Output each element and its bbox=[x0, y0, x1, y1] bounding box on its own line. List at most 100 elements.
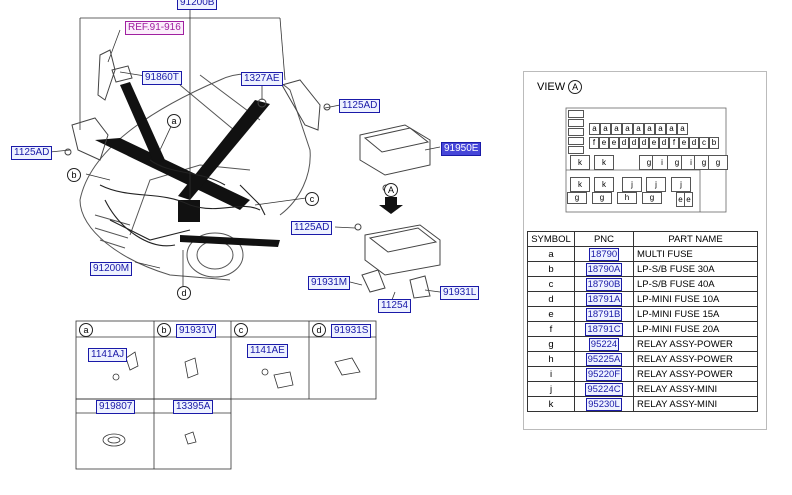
row-pnc[interactable]: 95224 bbox=[574, 336, 634, 352]
side-fuse bbox=[568, 128, 584, 136]
fuse-slot: e bbox=[609, 137, 619, 149]
fuse-slot: h bbox=[617, 192, 637, 204]
side-fuse bbox=[568, 119, 584, 127]
row-pnc-link[interactable]: 18791A bbox=[585, 292, 623, 306]
fuse-slot: d bbox=[639, 137, 649, 149]
fuse-slot: a bbox=[666, 123, 677, 135]
fuse-slot: d bbox=[629, 137, 639, 149]
row-symbol: j bbox=[527, 381, 575, 397]
fuse-slot: e bbox=[599, 137, 609, 149]
sub-label-919807[interactable]: 919807 bbox=[96, 400, 136, 414]
row-pnc-link[interactable]: 18791C bbox=[585, 322, 623, 336]
header-part-name: PART NAME bbox=[633, 231, 758, 247]
fuse-slot: a bbox=[644, 123, 655, 135]
sub-callout-a: a bbox=[79, 323, 93, 337]
fuse-slot: e bbox=[679, 137, 689, 149]
side-fuse bbox=[568, 110, 584, 118]
row-pnc[interactable]: 95224C bbox=[574, 381, 634, 397]
label-11254[interactable]: 11254 bbox=[378, 299, 412, 313]
label-91200b[interactable]: 91200B bbox=[177, 0, 218, 10]
sub-callout-b: b bbox=[157, 323, 171, 337]
row-pnc[interactable]: 95220F bbox=[574, 366, 634, 382]
label-1125ad-right[interactable]: 1125AD bbox=[339, 99, 381, 113]
row-part-name: LP-MINI FUSE 20A bbox=[633, 321, 758, 337]
fuse-slot: a bbox=[677, 123, 688, 135]
fuse-slot: f bbox=[669, 137, 679, 149]
row-pnc-link[interactable]: 18790 bbox=[588, 247, 620, 261]
side-fuse bbox=[568, 137, 584, 145]
callout-a: a bbox=[167, 114, 181, 128]
row-part-name: RELAY ASSY-MINI bbox=[633, 396, 758, 412]
fuse-slot: a bbox=[600, 123, 611, 135]
row-pnc-link[interactable]: 95224 bbox=[588, 337, 620, 351]
view-a-title: VIEW A bbox=[537, 80, 583, 94]
fuse-slot: g bbox=[642, 192, 662, 204]
fuse-slot: k bbox=[594, 177, 614, 192]
row-part-name: LP-S/B FUSE 40A bbox=[633, 276, 758, 292]
sub-label-13395a[interactable]: 13395A bbox=[173, 400, 214, 414]
fuse-slot: j bbox=[622, 177, 642, 192]
row-part-name: LP-S/B FUSE 30A bbox=[633, 261, 758, 277]
view-title-callout: A bbox=[568, 80, 583, 94]
sub-callout-d: d bbox=[312, 323, 326, 337]
table-row: b 18790A LP-S/B FUSE 30A bbox=[527, 261, 758, 277]
row-pnc-link[interactable]: 95224C bbox=[585, 382, 623, 396]
row-pnc-link[interactable]: 95230L bbox=[586, 397, 622, 411]
row-symbol: g bbox=[527, 336, 575, 352]
row-pnc[interactable]: 18790A bbox=[574, 261, 634, 277]
row-pnc[interactable]: 95230L bbox=[574, 396, 634, 412]
row-part-name: RELAY ASSY-POWER bbox=[633, 336, 758, 352]
table-row: c 18790B LP-S/B FUSE 40A bbox=[527, 276, 758, 292]
row-pnc[interactable]: 18790 bbox=[574, 246, 634, 262]
label-1125ad-left[interactable]: 1125AD bbox=[11, 146, 53, 160]
fuse-slot: e bbox=[684, 192, 693, 207]
label-91950e[interactable]: 91950E bbox=[441, 142, 482, 156]
row-symbol: c bbox=[527, 276, 575, 292]
fuse-slot: d bbox=[659, 137, 669, 149]
row-pnc[interactable]: 18791A bbox=[574, 291, 634, 307]
table-row: a 18790 MULTI FUSE bbox=[527, 246, 758, 262]
fuse-slot: d bbox=[619, 137, 629, 149]
row-pnc-link[interactable]: 95220F bbox=[585, 367, 623, 381]
row-symbol: b bbox=[527, 261, 575, 277]
row-pnc-link[interactable]: 18791B bbox=[585, 307, 623, 321]
row-pnc[interactable]: 95225A bbox=[574, 351, 634, 367]
row-part-name: MULTI FUSE bbox=[633, 246, 758, 262]
row-part-name: LP-MINI FUSE 15A bbox=[633, 306, 758, 322]
row-symbol: e bbox=[527, 306, 575, 322]
label-91860t[interactable]: 91860T bbox=[142, 71, 182, 85]
sub-label-1141aj[interactable]: 1141AJ bbox=[88, 348, 128, 362]
sub-label-1141ae[interactable]: 1141AE bbox=[247, 344, 288, 358]
table-row: e 18791B LP-MINI FUSE 15A bbox=[527, 306, 758, 322]
row-pnc[interactable]: 18791C bbox=[574, 321, 634, 337]
row-pnc[interactable]: 18791B bbox=[574, 306, 634, 322]
sub-label-91931s[interactable]: 91931S bbox=[331, 324, 372, 338]
sub-label-91931v[interactable]: 91931V bbox=[176, 324, 217, 338]
row-symbol: a bbox=[527, 246, 575, 262]
label-91931l[interactable]: 91931L bbox=[440, 286, 480, 300]
label-91931m[interactable]: 91931M bbox=[308, 276, 351, 290]
table-row: g 95224 RELAY ASSY-POWER bbox=[527, 336, 758, 352]
label-91200m[interactable]: 91200M bbox=[90, 262, 133, 276]
label-1327ae[interactable]: 1327AE bbox=[241, 72, 283, 86]
row-pnc-link[interactable]: 95225A bbox=[585, 352, 623, 366]
label-ref-91-916[interactable]: REF.91-916 bbox=[125, 21, 184, 35]
row-pnc-link[interactable]: 18790A bbox=[585, 262, 623, 276]
fuse-slot: a bbox=[589, 123, 600, 135]
sub-callout-c: c bbox=[234, 323, 248, 337]
row-pnc-link[interactable]: 18790B bbox=[585, 277, 623, 291]
row-symbol: i bbox=[527, 366, 575, 382]
label-1125ad-box[interactable]: 1125AD bbox=[291, 221, 333, 235]
fuse-slot: a bbox=[633, 123, 644, 135]
row-pnc[interactable]: 18790B bbox=[574, 276, 634, 292]
